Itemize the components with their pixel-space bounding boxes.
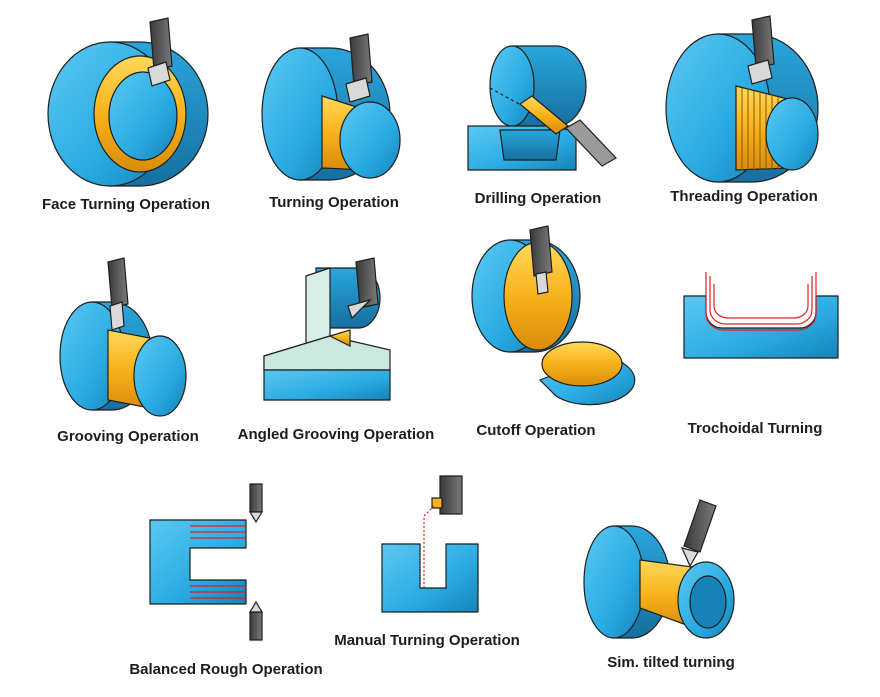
caption-manual-turning: Manual Turning Operation [334, 632, 520, 649]
balanced-upper-tool-icon [248, 483, 264, 524]
caption-drilling: Drilling Operation [474, 190, 602, 207]
threading-tool-icon [747, 15, 775, 85]
grooving-tool-icon [107, 257, 129, 331]
grooving-illustration [59, 257, 187, 417]
tilted-turning-tool-icon [680, 499, 717, 568]
caption-cutoff: Cutoff Operation [476, 422, 596, 439]
manual-turning-tool-icon [431, 475, 463, 515]
cutoff-illustration [471, 225, 636, 406]
angled-grooving-illustration [263, 257, 391, 401]
caption-face-turning: Face Turning Operation [41, 196, 211, 213]
turning-tool-icon [345, 33, 373, 103]
face-tool-icon [147, 17, 173, 87]
caption-tilted-turning: Sim. tilted turning [607, 654, 735, 671]
angled-grooving-tool-icon [347, 257, 379, 320]
trochoidal-illustration [683, 272, 839, 359]
caption-turning: Turning Operation [269, 194, 399, 211]
balanced-rough-illustration [149, 483, 264, 641]
balanced-lower-tool-icon [248, 600, 264, 641]
caption-angled-grooving: Angled Grooving Operation [237, 426, 435, 443]
manual-turning-illustration [381, 475, 479, 613]
drill-bit-icon [565, 119, 617, 167]
cutoff-tool-icon [529, 225, 553, 295]
threading-illustration [665, 15, 819, 183]
drilling-illustration [467, 45, 617, 171]
caption-grooving: Grooving Operation [57, 428, 199, 445]
turning-illustration [261, 33, 401, 181]
tilted-turning-illustration [583, 499, 735, 639]
caption-trochoidal: Trochoidal Turning [687, 420, 823, 437]
caption-balanced-rough: Balanced Rough Operation [129, 661, 323, 678]
caption-threading: Threading Operation [670, 188, 818, 205]
face-turning-illustration [47, 17, 209, 187]
